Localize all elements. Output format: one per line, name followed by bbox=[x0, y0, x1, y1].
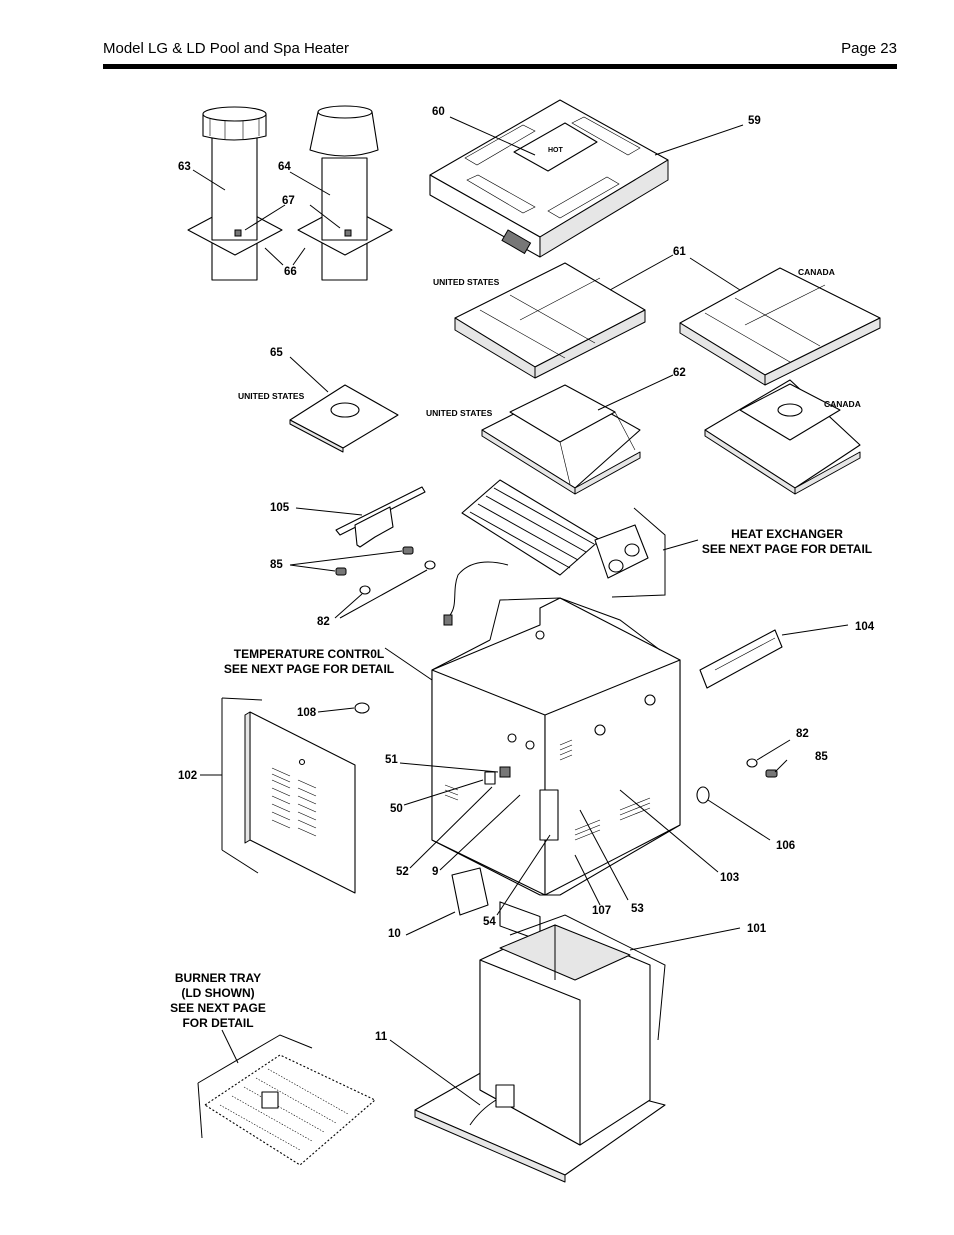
note-burner-tray-line-1: BURNER TRAY bbox=[175, 971, 261, 985]
region-labels: UNITED STATES CANADA UNITED STATES CANAD… bbox=[238, 267, 861, 418]
callout-11: 11 bbox=[375, 1031, 388, 1043]
page-title: Model LG & LD Pool and Spa Heater bbox=[103, 40, 349, 57]
part-85-screw-b bbox=[335, 567, 347, 576]
part-63-vent-cap bbox=[187, 106, 283, 281]
note-burner-tray-line-4: FOR DETAIL bbox=[182, 1016, 253, 1030]
part-101-base bbox=[414, 924, 666, 1183]
callout-67: 67 bbox=[282, 195, 295, 207]
page-number: Page 23 bbox=[841, 40, 897, 57]
callout-103: 103 bbox=[720, 872, 739, 884]
label-united-states-1: UNITED STATES bbox=[433, 277, 500, 287]
callout-105: 105 bbox=[270, 502, 290, 514]
part-85-screw bbox=[402, 546, 414, 555]
note-temperature-control-line-1: TEMPERATURE CONTR0L bbox=[234, 647, 384, 661]
part-61-flue-collector-us bbox=[454, 262, 646, 379]
callout-59: 59 bbox=[748, 115, 761, 127]
part-85-screw-right bbox=[765, 769, 778, 778]
label-canada-2: CANADA bbox=[824, 399, 861, 409]
callout-102: 102 bbox=[178, 770, 197, 782]
callout-53: 53 bbox=[631, 903, 644, 915]
part-62-flue-hood-canada bbox=[704, 379, 861, 495]
part-61-flue-collector-canada bbox=[679, 267, 881, 386]
part-105-bracket bbox=[335, 486, 426, 548]
callout-62: 62 bbox=[673, 367, 686, 379]
callout-65: 65 bbox=[270, 347, 283, 359]
part-59-top-cover: HOT bbox=[429, 99, 669, 258]
callout-numbers: 60 59 61 62 63 64 67 66 65 105 85 82 104… bbox=[178, 106, 875, 1043]
note-burner-tray: BURNER TRAY (LD SHOWN) SEE NEXT PAGE FOR… bbox=[170, 971, 266, 1030]
leader-lines bbox=[192, 116, 849, 1139]
note-heat-exchanger: HEAT EXCHANGER SEE NEXT PAGE FOR DETAIL bbox=[702, 527, 872, 556]
part-108-grommet bbox=[354, 702, 370, 714]
part-104-bracket bbox=[699, 629, 783, 689]
part-51-switch bbox=[499, 766, 511, 778]
callout-101: 101 bbox=[747, 923, 767, 935]
note-temperature-control: TEMPERATURE CONTR0L SEE NEXT PAGE FOR DE… bbox=[224, 647, 394, 676]
note-temperature-control-line-2: SEE NEXT PAGE FOR DETAIL bbox=[224, 662, 394, 676]
callout-51: 51 bbox=[385, 754, 398, 766]
part-54-bracket bbox=[539, 789, 559, 841]
heat-exchanger-assembly bbox=[443, 479, 649, 626]
callout-63: 63 bbox=[178, 161, 191, 173]
callout-52: 52 bbox=[396, 866, 409, 878]
part-102-access-door bbox=[244, 711, 356, 894]
burner-tray bbox=[204, 1054, 376, 1166]
part-65-vent-plate bbox=[289, 384, 399, 453]
callout-104: 104 bbox=[855, 621, 875, 633]
callout-54: 54 bbox=[483, 916, 496, 928]
note-burner-tray-line-2: (LD SHOWN) bbox=[181, 986, 254, 1000]
note-heat-exchanger-line-2: SEE NEXT PAGE FOR DETAIL bbox=[702, 542, 872, 556]
callout-106: 106 bbox=[776, 840, 795, 852]
callout-50: 50 bbox=[390, 803, 403, 815]
label-united-states-3: UNITED STATES bbox=[238, 391, 305, 401]
part-50-component bbox=[484, 771, 496, 785]
part-11-component bbox=[495, 1084, 515, 1108]
part-82-washer bbox=[359, 585, 371, 595]
note-burner-tray-line-3: SEE NEXT PAGE bbox=[170, 1001, 266, 1015]
small-hardware bbox=[335, 546, 778, 916]
part-10-shield bbox=[451, 867, 489, 916]
note-heat-exchanger-line-1: HEAT EXCHANGER bbox=[731, 527, 843, 541]
callout-85-right: 85 bbox=[815, 751, 828, 763]
part-82-washer-right bbox=[746, 758, 758, 768]
callout-64: 64 bbox=[278, 161, 291, 173]
part-106-grommet bbox=[696, 786, 710, 804]
callout-107: 107 bbox=[592, 905, 611, 917]
callout-82: 82 bbox=[317, 616, 330, 628]
header-rule bbox=[103, 64, 897, 69]
label-united-states-2: UNITED STATES bbox=[426, 408, 493, 418]
callout-9: 9 bbox=[432, 866, 438, 878]
part-82-washer-b bbox=[424, 560, 436, 570]
label-canada-1: CANADA bbox=[798, 267, 835, 277]
callout-85: 85 bbox=[270, 559, 283, 571]
callout-82-right: 82 bbox=[796, 728, 809, 740]
callout-61: 61 bbox=[673, 246, 686, 258]
callout-60: 60 bbox=[432, 106, 445, 118]
callout-66: 66 bbox=[284, 266, 297, 278]
callout-10: 10 bbox=[388, 928, 401, 940]
part-64-vent-cap bbox=[297, 105, 393, 281]
hot-label: HOT bbox=[548, 147, 564, 154]
callout-108: 108 bbox=[297, 707, 317, 719]
part-62-flue-hood-us bbox=[481, 384, 641, 495]
